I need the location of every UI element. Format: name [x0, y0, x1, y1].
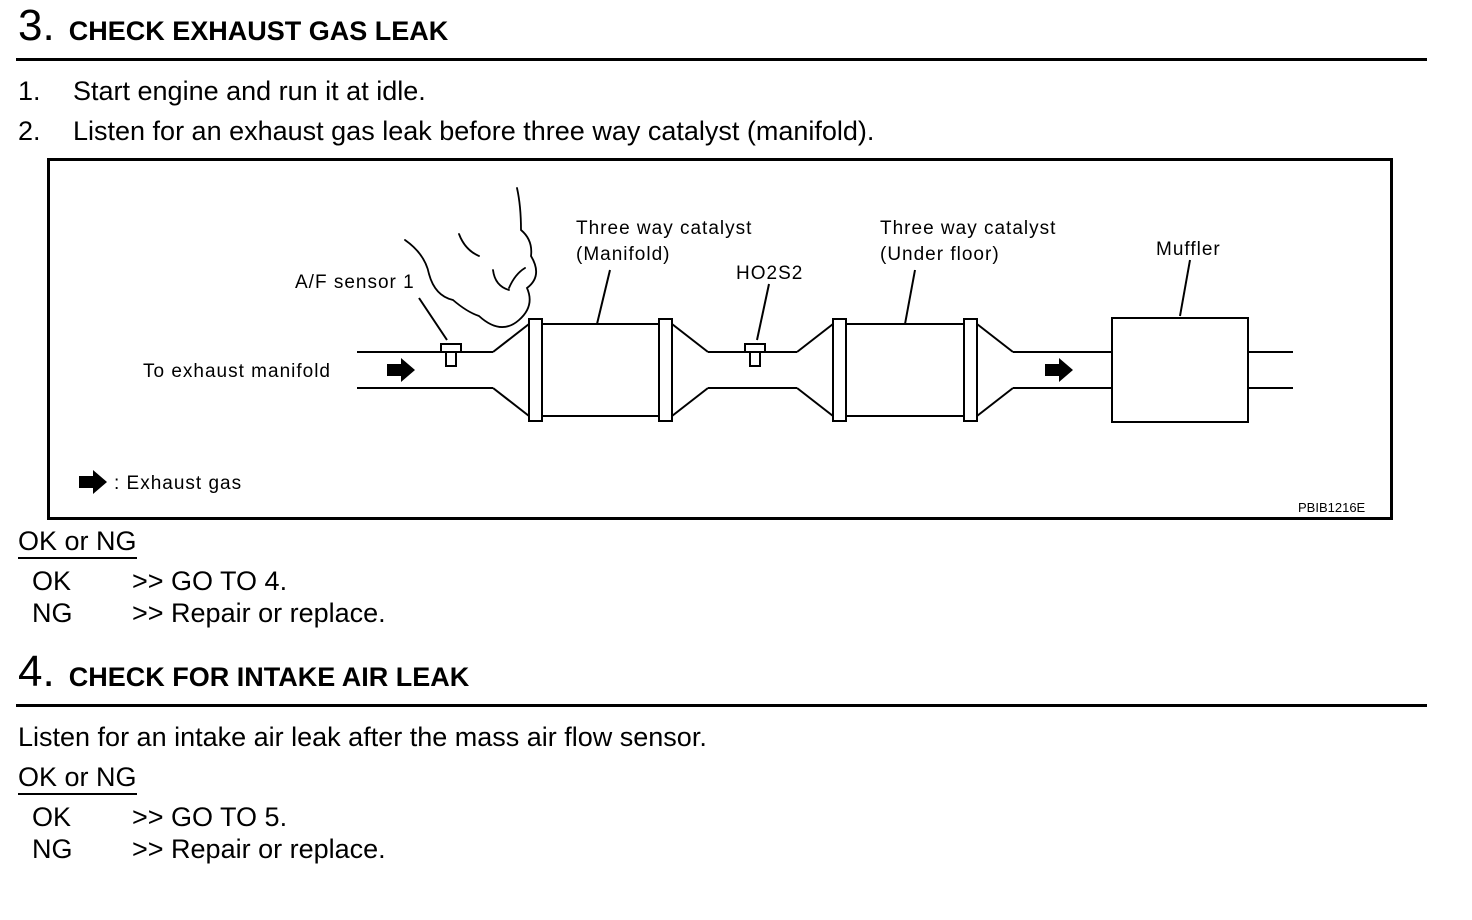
cone [976, 387, 1014, 417]
twc-manifold-label: Three way catalyst [576, 218, 752, 239]
legend-label: : Exhaust gas [114, 473, 242, 494]
diagram-frame [47, 158, 1393, 520]
diagram-canvas: A/F sensor 1 To exhaust manifold Three w… [47, 158, 1393, 520]
smoke-icon [404, 187, 537, 328]
leader-line [904, 269, 916, 325]
result-action: >> GO TO 5. [132, 802, 288, 832]
step-number: 4. [18, 647, 55, 696]
leader-line [1179, 259, 1191, 317]
af-sensor-stem [445, 351, 457, 367]
exhaust-system-diagram: A/F sensor 1 To exhaust manifold Three w… [47, 158, 1393, 520]
leader-line [418, 297, 448, 341]
af-sensor [440, 343, 462, 353]
arrow-right-icon [79, 470, 107, 494]
section-divider [16, 58, 1427, 61]
twc-underfloor-label: (Under floor) [880, 244, 1000, 265]
instruction-text: Start engine and run it at idle. [73, 76, 426, 106]
step-3-heading: 3. CHECK EXHAUST GAS LEAK [18, 4, 448, 48]
cone [976, 323, 1014, 353]
instruction-text: Listen for an intake air leak after the … [18, 722, 707, 752]
step-number: 3. [18, 1, 55, 50]
result-action: >> Repair or replace. [132, 834, 386, 864]
result-key: OK [32, 802, 72, 832]
step-4-heading: 4. CHECK FOR INTAKE AIR LEAK [18, 650, 469, 694]
cone [492, 387, 530, 417]
twc-manifold-label: (Manifold) [576, 244, 670, 265]
to-manifold-label: To exhaust manifold [143, 361, 331, 382]
muffler-label: Muffler [1156, 239, 1221, 260]
catalyst-manifold-body [541, 323, 660, 417]
result-key: OK [32, 566, 72, 596]
figure-code: PBIB1216E [1298, 500, 1366, 515]
ho2s2-label: HO2S2 [736, 263, 803, 284]
ho2s2-sensor-stem [749, 351, 761, 367]
leader-line [596, 269, 611, 325]
muffler-body [1111, 317, 1249, 423]
flange [832, 318, 847, 422]
cone [671, 323, 709, 353]
instruction-item: 2. Listen for an exhaust gas leak before … [18, 116, 874, 146]
cone [796, 323, 834, 353]
result-action: >> GO TO 4. [132, 566, 288, 596]
result-heading: OK or NG [18, 762, 137, 795]
instruction-number: 1. [18, 76, 41, 106]
step-title: CHECK FOR INTAKE AIR LEAK [68, 662, 470, 692]
leader-line [756, 283, 770, 341]
instruction-item: 1. Start engine and run it at idle. [18, 76, 426, 106]
result-heading: OK or NG [18, 526, 137, 559]
cone [796, 387, 834, 417]
instruction-number: 2. [18, 116, 41, 146]
flange [658, 318, 673, 422]
instruction-text: Listen for an exhaust gas leak before th… [73, 116, 875, 146]
twc-underfloor-label: Three way catalyst [880, 218, 1056, 239]
flange [528, 318, 543, 422]
arrow-right-icon [1045, 358, 1073, 382]
cone [671, 387, 709, 417]
af-sensor-label: A/F sensor 1 [295, 272, 415, 293]
step-title: CHECK EXHAUST GAS LEAK [68, 16, 449, 46]
catalyst-underfloor-body [845, 323, 965, 417]
ho2s2-sensor [744, 343, 766, 353]
result-action: >> Repair or replace. [132, 598, 386, 628]
section-divider [16, 704, 1427, 707]
flange [963, 318, 978, 422]
result-key: NG [32, 598, 73, 628]
arrow-right-icon [387, 358, 415, 382]
cone [492, 323, 530, 353]
result-key: NG [32, 834, 73, 864]
